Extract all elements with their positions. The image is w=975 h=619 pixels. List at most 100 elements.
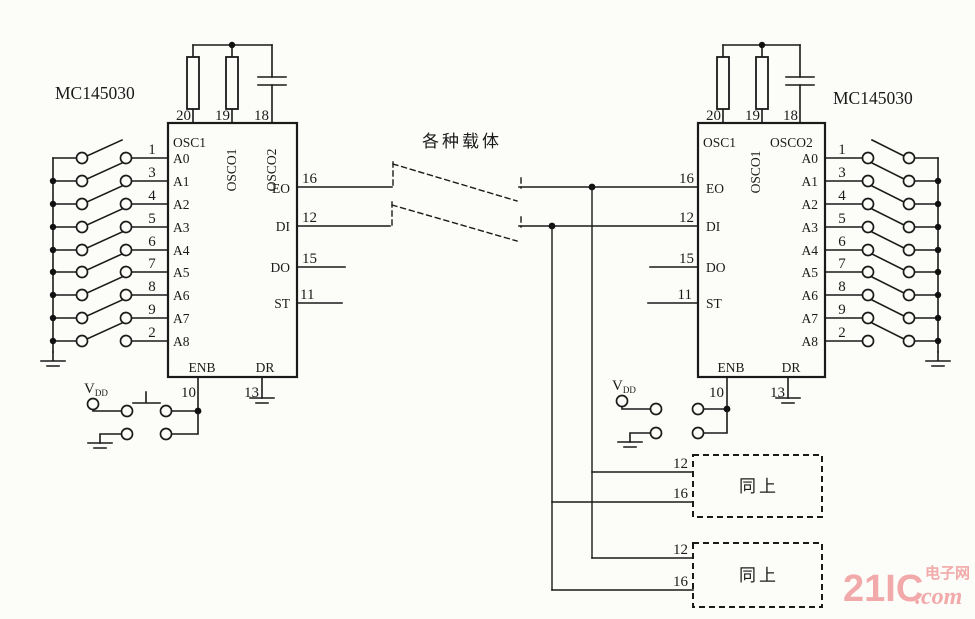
pin-number: 20 <box>706 108 721 124</box>
junction-dot <box>723 405 731 413</box>
left-chip: MC145030 20 19 18 OSC1 OSCO1 OSCO2 A0 A1… <box>55 41 299 379</box>
pin-label-do: DO <box>706 260 726 275</box>
ground-icon <box>87 442 113 449</box>
pin-label: A5 <box>173 265 190 280</box>
vdd-label: VDD <box>84 381 108 398</box>
junction-dot <box>228 41 236 49</box>
pin-number: 13 <box>244 385 259 401</box>
pin-number: 2 <box>148 325 156 341</box>
pin-number: 2 <box>838 325 846 341</box>
pin-number: 12 <box>673 456 688 472</box>
pin-label: A0 <box>173 151 190 166</box>
right-oscillator-network: 20 19 18 <box>706 41 815 124</box>
pin-label: A7 <box>173 311 190 326</box>
pin-label: A4 <box>802 243 819 258</box>
repeater-box-outline <box>692 542 823 608</box>
pin-number: 3 <box>838 165 846 181</box>
pin-number: 6 <box>838 234 846 250</box>
pin-label-osco1: OSCO1 <box>224 149 239 192</box>
pin-label-st: ST <box>274 296 291 311</box>
left-switch-bank: 1 3 4 5 6 7 8 9 <box>40 138 169 367</box>
pin-number: 10 <box>181 385 196 401</box>
pin-number: 15 <box>302 251 317 267</box>
pin-label-eo: EO <box>706 181 724 196</box>
pin-label-do: DO <box>271 260 291 275</box>
pin-label: A2 <box>802 197 819 212</box>
carrier-label: 各种载体 <box>422 132 502 151</box>
pin-label-osco2: OSCO2 <box>770 135 813 150</box>
pin-label: A3 <box>173 220 190 235</box>
resistor <box>186 56 200 110</box>
right-serial-wires: 16 12 15 11 <box>518 171 699 591</box>
vdd-label: VDD <box>612 378 636 395</box>
capacitor-icon <box>257 76 287 86</box>
capacitor-icon <box>785 76 815 86</box>
pin-number: 8 <box>838 279 846 295</box>
pin-number: 6 <box>148 234 156 250</box>
repeater-box-label: 同上 <box>739 566 779 585</box>
pin-label-eo: EO <box>272 181 290 196</box>
resistor <box>755 56 769 110</box>
pin-label: A1 <box>802 174 819 189</box>
pin-number: 3 <box>148 165 156 181</box>
pin-label: A4 <box>173 243 190 258</box>
pin-label: A6 <box>802 288 819 303</box>
pin-number: 12 <box>673 542 688 558</box>
pin-label-osco2: OSCO2 <box>264 149 279 192</box>
pin-number: 8 <box>148 279 156 295</box>
pin-label-dr: DR <box>256 360 275 375</box>
pin-label-osco1: OSCO1 <box>748 151 763 194</box>
pin-number: 18 <box>783 108 798 124</box>
pin-number: 18 <box>254 108 269 124</box>
pin-label-st: ST <box>706 296 723 311</box>
ground-icon <box>40 351 66 367</box>
pin-label-osc1: OSC1 <box>173 135 206 150</box>
pushbutton-icon <box>649 402 705 440</box>
pin-number: 13 <box>770 385 785 401</box>
pin-number: 1 <box>838 142 846 158</box>
pin-label: A2 <box>173 197 190 212</box>
repeater-box-outline <box>692 454 823 518</box>
pin-number: 16 <box>302 171 318 187</box>
pin-number: 1 <box>148 142 156 158</box>
pin-number: 11 <box>300 287 314 303</box>
right-chip: MC145030 20 19 18 OSC1 OSCO1 OSCO2 A0 A1… <box>696 41 913 379</box>
pin-label-enb: ENB <box>718 360 745 375</box>
left-oscillator-network: 20 19 18 <box>176 41 287 124</box>
ground-icon <box>617 441 643 448</box>
junction-dot <box>194 407 202 415</box>
pin-label-enb: ENB <box>189 360 216 375</box>
pin-number: 16 <box>673 574 689 590</box>
pin-number: 16 <box>673 486 689 502</box>
pin-number: 11 <box>678 287 692 303</box>
pin-label: A8 <box>802 334 819 349</box>
repeater-box-label: 同上 <box>739 477 779 496</box>
pin-number: 4 <box>148 188 156 204</box>
pushbutton-icon <box>120 391 173 441</box>
vdd-terminal <box>86 397 100 411</box>
ground-icon <box>775 397 801 404</box>
watermark-cn: 电子网 <box>925 564 970 582</box>
watermark-tld: .com <box>915 584 962 610</box>
pin-label: A6 <box>173 288 190 303</box>
left-chip-name: MC145030 <box>55 83 135 103</box>
pin-number: 19 <box>745 108 760 124</box>
pin-label: A1 <box>173 174 190 189</box>
pin-label-di: DI <box>706 219 721 234</box>
ground-icon <box>925 351 951 367</box>
pin-number: 5 <box>148 211 156 227</box>
pin-label: A3 <box>802 220 819 235</box>
watermark: 21IC 电子网 .com <box>843 564 970 610</box>
pin-label: A0 <box>802 151 819 166</box>
pin-number: 4 <box>838 188 846 204</box>
right-enable-circuit: 10 13 VDD <box>612 376 801 448</box>
pin-number: 15 <box>679 251 694 267</box>
right-switch-bank: 1 3 4 5 6 7 8 9 <box>824 138 951 367</box>
pin-number: 10 <box>709 385 724 401</box>
pin-label: A8 <box>173 334 190 349</box>
left-enable-circuit: 10 13 VDD <box>84 376 275 449</box>
right-chip-name: MC145030 <box>833 88 913 108</box>
pin-number: 20 <box>176 108 191 124</box>
